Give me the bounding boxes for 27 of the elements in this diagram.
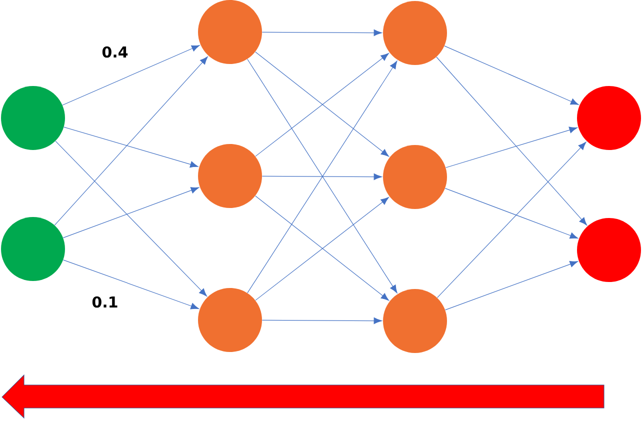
arrow	[62, 187, 199, 238]
arrow	[55, 140, 207, 296]
arrow	[444, 260, 578, 310]
arrow	[436, 56, 588, 226]
arrow	[64, 126, 198, 168]
input-node-circle	[1, 86, 65, 150]
weight-label: 0.4	[102, 46, 128, 58]
hidden-node-circle	[383, 1, 447, 65]
arrow	[262, 30, 382, 36]
hidden-node-circle	[198, 0, 262, 64]
output-node-circle	[577, 86, 641, 150]
weight-label: 0.1	[92, 296, 118, 308]
arrow	[62, 45, 200, 106]
output-node-circle	[577, 218, 641, 282]
hidden-node-circle	[198, 288, 262, 352]
hidden-node-circle	[198, 144, 262, 208]
arrow	[54, 56, 208, 226]
hidden-node-circle	[383, 289, 447, 353]
arrow	[436, 142, 586, 298]
hidden-node-circle	[383, 145, 447, 209]
arrow	[262, 318, 382, 324]
arrow	[446, 126, 578, 168]
arrow	[63, 260, 199, 310]
input-node-circle	[1, 217, 65, 281]
arrow	[262, 174, 382, 180]
arrow	[444, 46, 579, 105]
arrow	[444, 188, 578, 239]
